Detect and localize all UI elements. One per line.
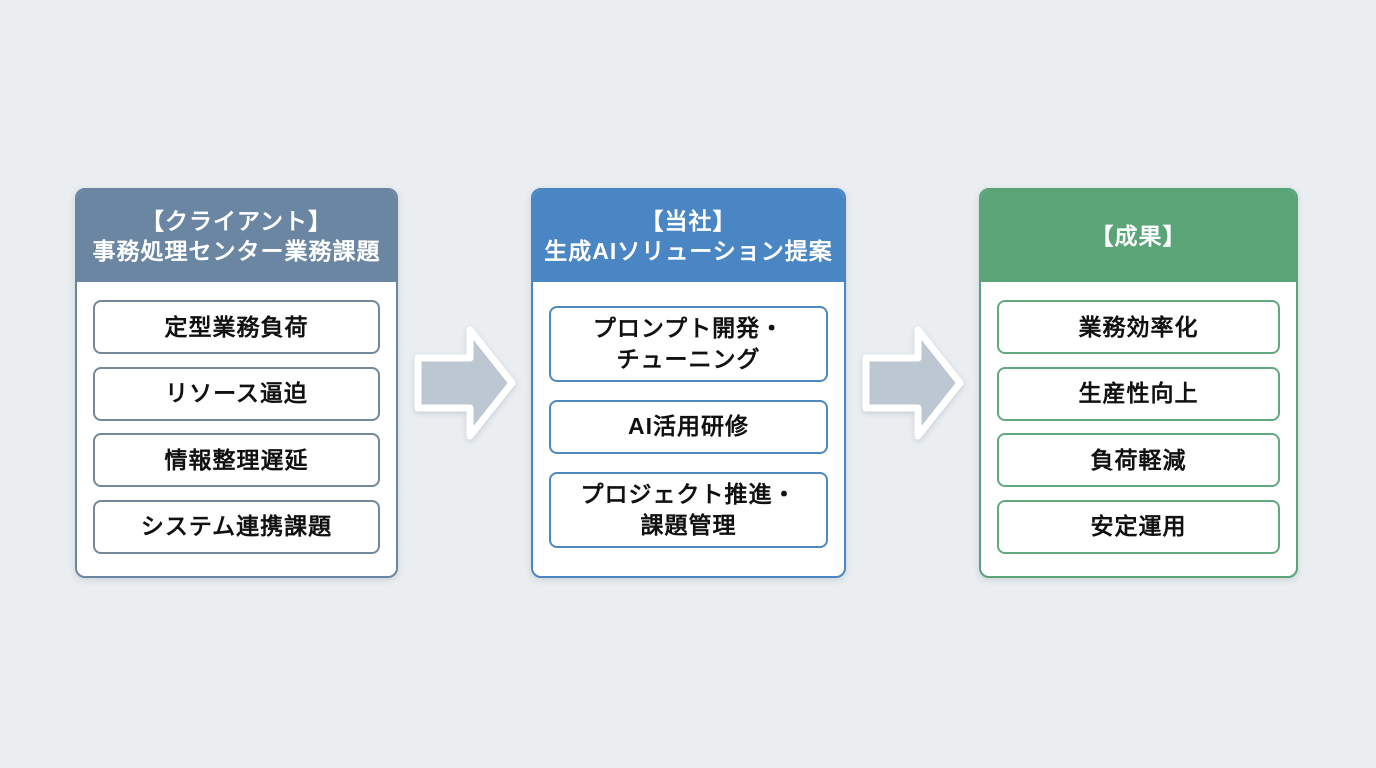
column-results-header-title: 【成果】 bbox=[1090, 222, 1187, 249]
flow-diagram: 【クライアント】 事務処理センター業務課題 定型業務負荷 リソース逼迫 情報整理… bbox=[75, 188, 1298, 578]
item-box: 生産性向上 bbox=[997, 366, 1280, 421]
column-company-header-subtitle: 生成AIソリューション提案 bbox=[544, 238, 833, 264]
item-box: 業務効率化 bbox=[997, 300, 1280, 355]
column-results: 【成果】 業務効率化 生産性向上 負荷軽減 安定運用 bbox=[979, 188, 1298, 578]
column-client-header-title: 【クライアント】 bbox=[140, 207, 333, 234]
column-client-header-subtitle: 事務処理センター業務課題 bbox=[92, 238, 381, 264]
column-company-body: プロンプト開発・ チューニング AI活用研修 プロジェクト推進・ 課題管理 bbox=[533, 282, 844, 576]
right-arrow-icon bbox=[860, 324, 965, 442]
item-box: 情報整理遅延 bbox=[93, 433, 380, 488]
column-company-header: 【当社】 生成AIソリューション提案 bbox=[533, 190, 844, 282]
item-box: プロンプト開発・ チューニング bbox=[549, 305, 828, 383]
item-box: 負荷軽減 bbox=[997, 433, 1280, 488]
item-box: 定型業務負荷 bbox=[93, 300, 380, 355]
column-company-header-title: 【当社】 bbox=[640, 207, 737, 234]
column-results-header: 【成果】 bbox=[981, 190, 1296, 282]
item-box: AI活用研修 bbox=[549, 400, 828, 454]
item-box: リソース逼迫 bbox=[93, 366, 380, 421]
column-company-proposal: 【当社】 生成AIソリューション提案 プロンプト開発・ チューニング AI活用研… bbox=[531, 188, 846, 578]
item-box: プロジェクト推進・ 課題管理 bbox=[549, 471, 828, 549]
item-box: システム連携課題 bbox=[93, 499, 380, 554]
right-arrow-svg bbox=[414, 326, 516, 440]
item-box: 安定運用 bbox=[997, 499, 1280, 554]
column-client-issues: 【クライアント】 事務処理センター業務課題 定型業務負荷 リソース逼迫 情報整理… bbox=[75, 188, 398, 578]
right-arrow-svg bbox=[862, 326, 964, 440]
column-results-body: 業務効率化 生産性向上 負荷軽減 安定運用 bbox=[981, 282, 1296, 576]
right-arrow-icon bbox=[412, 324, 517, 442]
column-client-header: 【クライアント】 事務処理センター業務課題 bbox=[77, 190, 396, 282]
column-client-body: 定型業務負荷 リソース逼迫 情報整理遅延 システム連携課題 bbox=[77, 282, 396, 576]
